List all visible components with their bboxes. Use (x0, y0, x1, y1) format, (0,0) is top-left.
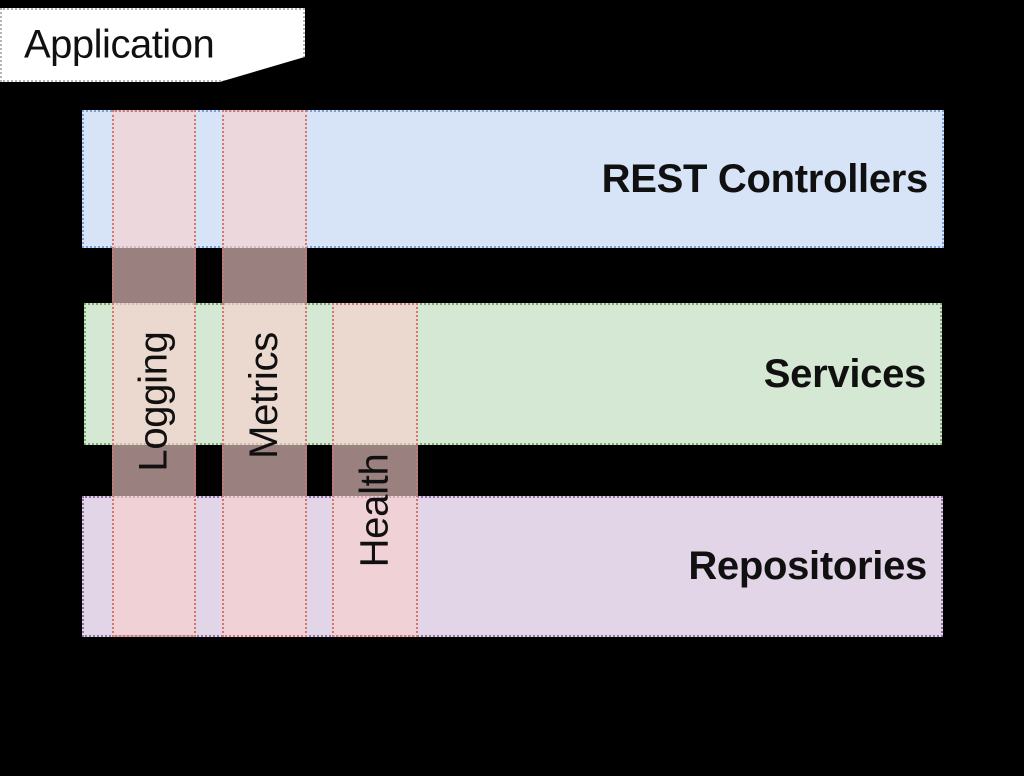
layer-repositories-label: Repositories (688, 544, 927, 588)
layer-repositories[interactable]: Repositories (82, 496, 943, 637)
layer-services[interactable]: Services (84, 303, 942, 445)
layer-rest-controllers-label: REST Controllers (601, 156, 929, 201)
band-health[interactable]: Health (332, 303, 418, 637)
application-tab-label: Application (24, 22, 215, 67)
band-metrics[interactable]: Metrics (222, 110, 307, 637)
layer-rest-controllers[interactable]: REST Controllers (82, 110, 944, 248)
band-health-label: Health (352, 453, 397, 567)
band-logging[interactable]: Logging (112, 110, 196, 637)
layer-services-label: Services (763, 351, 927, 396)
band-logging-label: Logging (131, 331, 176, 472)
band-metrics-label: Metrics (242, 332, 287, 459)
application-tab[interactable]: Application (0, 8, 305, 82)
